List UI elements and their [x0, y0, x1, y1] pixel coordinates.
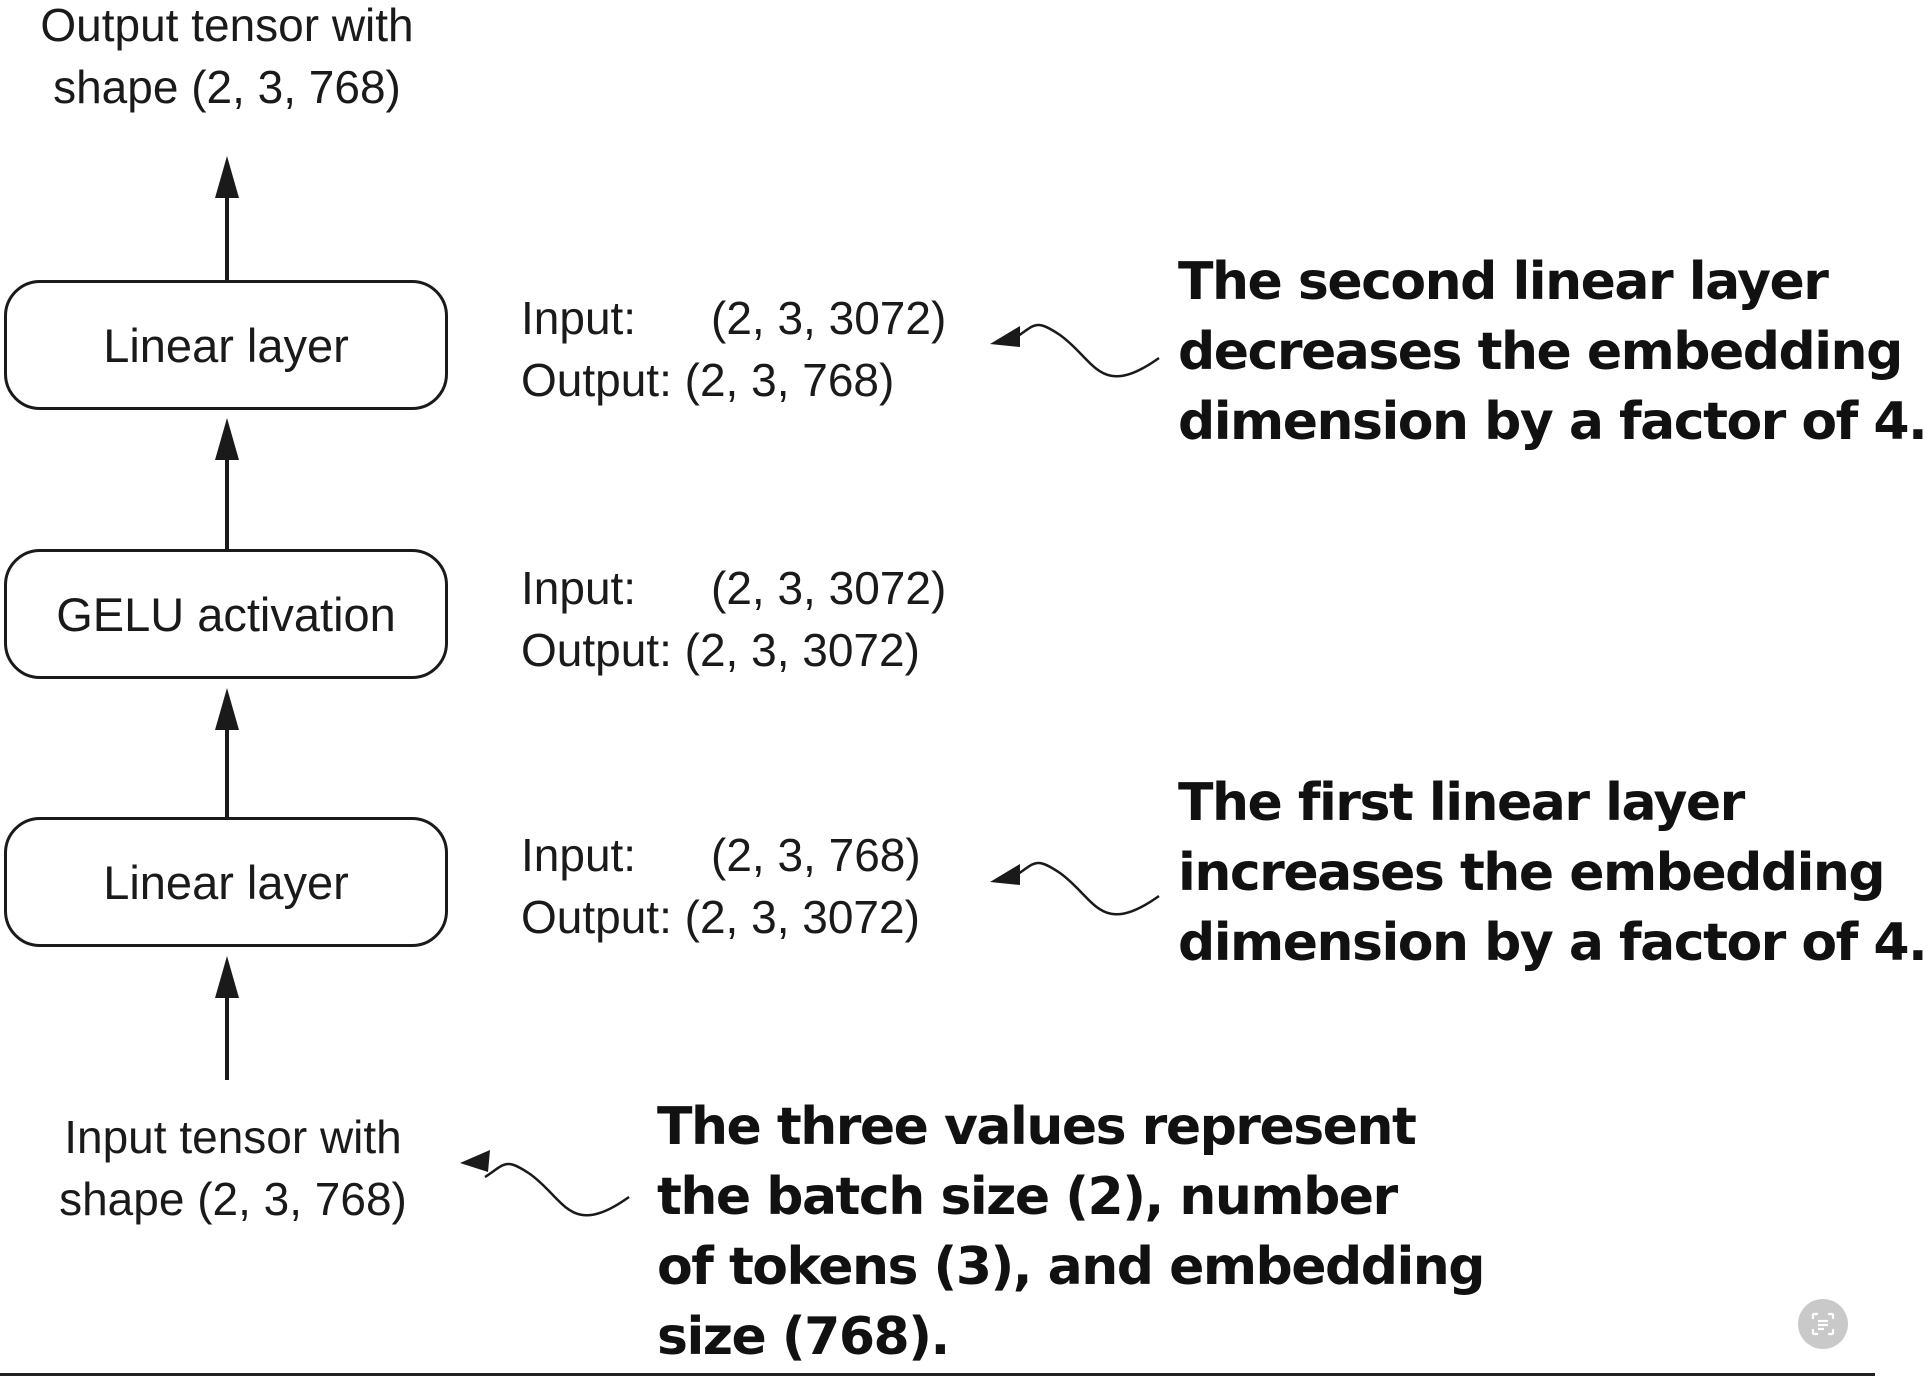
- annotation-first-linear: The first linear layer increases the emb…: [1178, 768, 1926, 978]
- shape-output-key: Output:: [521, 624, 672, 676]
- node-gelu-activation-label: GELU activation: [56, 587, 396, 641]
- shape-input-key: Input:: [521, 562, 637, 614]
- flow-arrow-gelu-to-linear2: [215, 418, 239, 549]
- text-scan-glyph: [1811, 1312, 1835, 1336]
- node-linear-layer-second-label: Linear layer: [103, 318, 349, 372]
- shape-input-row: Input: (2, 3, 3072): [521, 287, 946, 349]
- annotation-line: dimension by a factor of 4.: [1178, 913, 1926, 973]
- annotation-line: of tokens (3), and embedding: [657, 1237, 1486, 1297]
- annotation-second-linear: The second linear layer decreases the em…: [1178, 247, 1926, 457]
- shape-output-row: Output: (2, 3, 3072): [521, 619, 946, 681]
- shape-output-row: Output: (2, 3, 3072): [521, 886, 921, 948]
- input-tensor-line2: shape (2, 3, 768): [59, 1173, 407, 1225]
- shape-input-key: Input:: [521, 829, 637, 881]
- annotation-line: increases the embedding: [1178, 843, 1886, 903]
- callout-arrow-second-linear: [990, 323, 1160, 378]
- annotation-line: The first linear layer: [1178, 773, 1745, 833]
- shape-output-value: (2, 3, 3072): [684, 891, 920, 943]
- output-tensor-label: Output tensor with shape (2, 3, 768): [2, 0, 452, 118]
- text-scan-icon[interactable]: [1798, 1299, 1848, 1349]
- annotation-input-values: The three values represent the batch siz…: [657, 1092, 1486, 1372]
- flow-arrow-linear1-to-gelu: [215, 688, 239, 817]
- callout-arrow-input-values: [460, 1150, 630, 1217]
- input-tensor-line1: Input tensor with: [64, 1111, 402, 1163]
- callout-arrow-first-linear: [990, 861, 1160, 916]
- annotation-line: dimension by a factor of 4.: [1178, 392, 1926, 452]
- shapes-gelu: Input: (2, 3, 3072) Output: (2, 3, 3072): [521, 557, 946, 681]
- node-linear-layer-second: Linear layer: [4, 280, 448, 410]
- shape-output-value: (2, 3, 3072): [684, 624, 920, 676]
- diagram-connectors: [215, 156, 1160, 1217]
- annotation-line: size (768).: [657, 1307, 950, 1367]
- bottom-border: [0, 1373, 1875, 1376]
- node-linear-layer-first: Linear layer: [4, 817, 448, 947]
- shapes-second-linear: Input: (2, 3, 3072) Output: (2, 3, 768): [521, 287, 946, 411]
- shapes-first-linear: Input: (2, 3, 768) Output: (2, 3, 3072): [521, 824, 921, 948]
- shape-input-value: (2, 3, 3072): [711, 292, 947, 344]
- flow-arrow-input-to-linear1: [215, 956, 239, 1080]
- annotation-line: the batch size (2), number: [657, 1167, 1398, 1227]
- flow-arrow-linear2-to-output: [215, 156, 239, 280]
- shape-input-row: Input: (2, 3, 768): [521, 824, 921, 886]
- shape-output-row: Output: (2, 3, 768): [521, 349, 946, 411]
- shape-input-value: (2, 3, 768): [711, 829, 921, 881]
- shape-input-key: Input:: [521, 292, 637, 344]
- shape-output-key: Output:: [521, 354, 672, 406]
- shape-input-row: Input: (2, 3, 3072): [521, 557, 946, 619]
- shape-output-key: Output:: [521, 891, 672, 943]
- node-linear-layer-first-label: Linear layer: [103, 855, 349, 909]
- annotation-line: The second linear layer: [1178, 252, 1829, 312]
- output-tensor-line2: shape (2, 3, 768): [53, 61, 401, 113]
- shape-output-value: (2, 3, 768): [684, 354, 895, 406]
- annotation-line: decreases the embedding: [1178, 322, 1903, 382]
- output-tensor-line1: Output tensor with: [40, 0, 414, 51]
- node-gelu-activation: GELU activation: [4, 549, 448, 679]
- shape-input-value: (2, 3, 3072): [711, 562, 947, 614]
- input-tensor-label: Input tensor with shape (2, 3, 768): [8, 1106, 458, 1230]
- annotation-line: The three values represent: [657, 1097, 1417, 1157]
